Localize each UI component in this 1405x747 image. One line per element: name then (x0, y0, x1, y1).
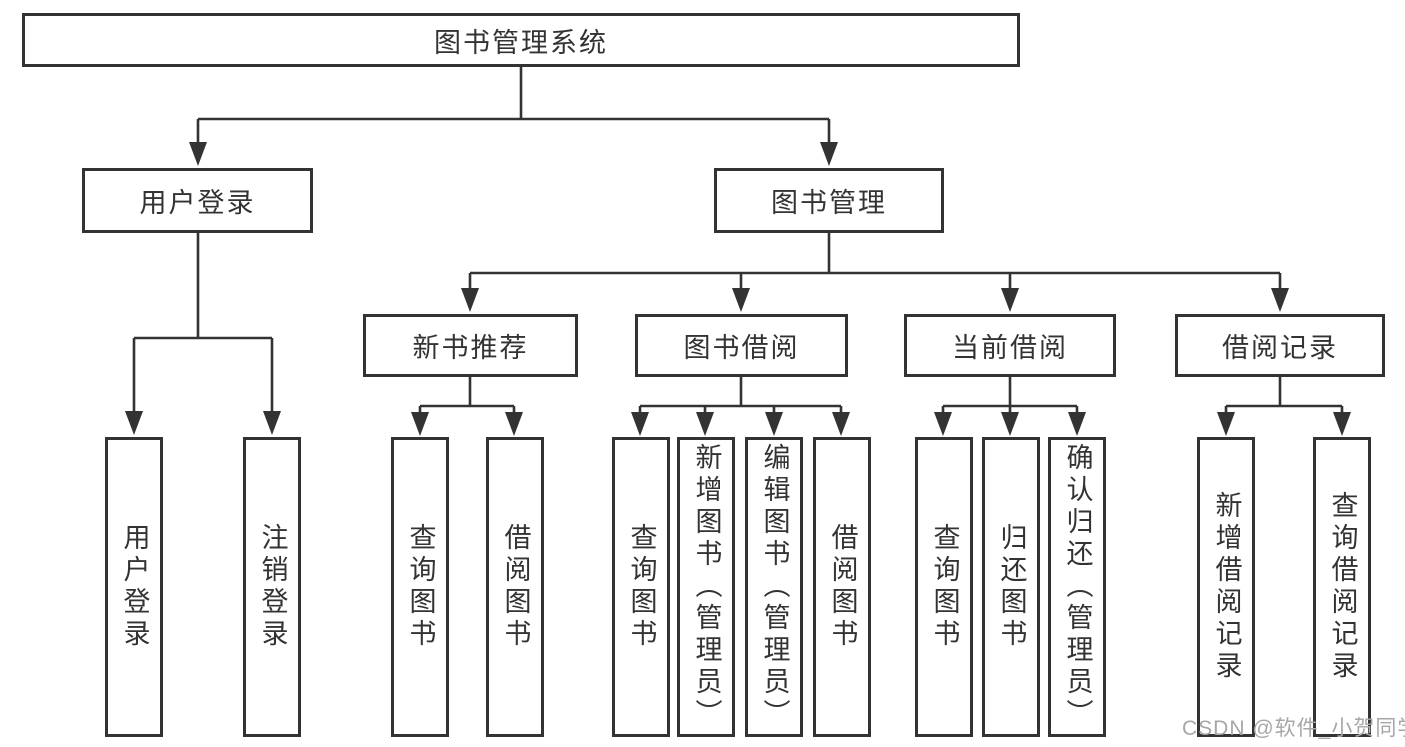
leaf-label: 新增图书（管理员） (691, 443, 722, 731)
leaf-query-books-borrow: 查询图书 (612, 437, 670, 737)
leaf-query-books-current: 查询图书 (915, 437, 973, 737)
node-new-book-recommend: 新书推荐 (363, 314, 578, 377)
leaf-borrow-books: 借阅图书 (813, 437, 871, 737)
leaf-label: 借阅图书 (827, 523, 858, 651)
leaf-label: 归还图书 (996, 523, 1027, 651)
leaf-label: 用户登录 (119, 523, 150, 651)
node-system-root: 图书管理系统 (22, 13, 1020, 67)
leaf-borrow-books-recommend: 借阅图书 (486, 437, 544, 737)
node-label: 新书推荐 (412, 333, 529, 363)
arrowhead-icons (125, 142, 1351, 436)
leaf-confirm-return-admin: 确认归还（管理员） (1048, 437, 1106, 737)
leaf-label: 查询图书 (405, 523, 436, 651)
node-label: 图书管理 (771, 188, 887, 218)
leaf-return-books: 归还图书 (982, 437, 1040, 737)
node-label: 图书借阅 (683, 333, 800, 363)
node-current-borrow: 当前借阅 (904, 314, 1116, 377)
leaf-user-login: 用户登录 (105, 437, 163, 737)
leaf-add-books-admin: 新增图书（管理员） (677, 437, 735, 737)
leaf-logout: 注销登录 (243, 437, 301, 737)
leaf-edit-books-admin: 编辑图书（管理员） (745, 437, 803, 737)
leaf-label: 借阅图书 (500, 523, 531, 651)
leaf-label: 注销登录 (257, 523, 288, 651)
node-book-borrow: 图书借阅 (635, 314, 848, 377)
leaf-label: 新增借阅记录 (1211, 491, 1242, 683)
leaf-label: 查询借阅记录 (1327, 491, 1358, 683)
leaf-label: 查询图书 (929, 523, 960, 651)
node-label: 借阅记录 (1222, 333, 1338, 363)
node-book-management: 图书管理 (714, 168, 944, 233)
node-label: 图书管理系统 (434, 27, 608, 58)
node-user-login: 用户登录 (82, 168, 313, 233)
leaf-query-borrow-record: 查询借阅记录 (1313, 437, 1371, 737)
node-borrow-records: 借阅记录 (1175, 314, 1385, 377)
node-label: 当前借阅 (952, 333, 1068, 363)
node-label: 用户登录 (139, 188, 256, 218)
leaf-label: 编辑图书（管理员） (759, 443, 790, 731)
leaf-query-books-recommend: 查询图书 (391, 437, 449, 737)
leaf-label: 确认归还（管理员） (1062, 443, 1093, 731)
leaf-label: 查询图书 (626, 523, 657, 651)
leaf-add-borrow-record: 新增借阅记录 (1197, 437, 1255, 737)
csdn-watermark: CSDN @软件_小贺同学 (1182, 717, 1405, 740)
